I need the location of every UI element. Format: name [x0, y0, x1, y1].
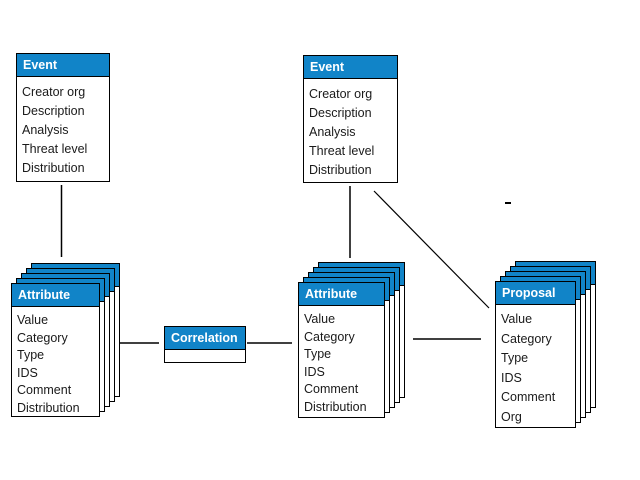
entity-field: Analysis: [22, 123, 69, 137]
stack-attribute-left: Attribute Value Category Type IDS Commen…: [11, 263, 121, 418]
entity-field: Description: [309, 106, 372, 120]
entity-attribute-middle-title: Attribute: [299, 283, 384, 306]
entity-correlation-title: Correlation: [165, 327, 245, 350]
stack-attribute-middle: Attribute Value Category Type IDS Commen…: [298, 262, 406, 419]
entity-field: Threat level: [22, 142, 88, 156]
entity-field: IDS: [17, 365, 38, 380]
entity-field: Comment: [17, 383, 72, 397]
entity-field: Category: [304, 329, 355, 344]
entity-proposal-fields: Value Category Type IDS Comment Org: [496, 305, 575, 427]
entity-event-middle-fields: Creator org Description Analysis Threat …: [304, 79, 397, 180]
entity-attribute-left: Attribute Value Category Type IDS Commen…: [11, 283, 100, 417]
entity-proposal: Proposal Value Category Type IDS Comment…: [495, 281, 576, 428]
entity-field: Distribution: [304, 399, 367, 414]
entity-attribute-middle-fields: Value Category Type IDS Comment Distribu…: [299, 306, 384, 416]
entity-field: IDS: [304, 364, 325, 379]
entity-field: Creator org: [309, 87, 373, 101]
entity-field: Description: [22, 104, 85, 118]
entity-field: Distribution: [22, 161, 85, 175]
entity-field: Category: [501, 331, 552, 346]
entity-proposal-title: Proposal: [496, 282, 575, 305]
entity-field: Distribution: [17, 400, 80, 415]
entity-field: Value: [304, 312, 336, 326]
entity-field: Type: [501, 351, 529, 365]
entity-field: Type: [17, 348, 45, 362]
entity-field: Org: [501, 409, 522, 424]
entity-field: Value: [17, 313, 49, 327]
entity-event-middle: Event Creator org Description Analysis T…: [303, 55, 398, 183]
entity-attribute-middle: Attribute Value Category Type IDS Commen…: [298, 282, 385, 418]
entity-field: Threat level: [309, 144, 375, 158]
stack-proposal: Proposal Value Category Type IDS Comment…: [495, 261, 597, 429]
entity-field: Type: [304, 347, 332, 361]
entity-event-middle-title: Event: [304, 56, 397, 79]
entity-field: Comment: [501, 390, 556, 404]
entity-attribute-left-fields: Value Category Type IDS Comment Distribu…: [12, 307, 99, 417]
entity-field: Creator org: [22, 85, 86, 99]
entity-correlation: Correlation: [164, 326, 246, 363]
connector-event-middle-proposal: [373, 190, 490, 309]
entity-field: Distribution: [309, 163, 372, 177]
entity-event-left-title: Event: [17, 54, 109, 77]
entity-attribute-left-title: Attribute: [12, 284, 99, 307]
entity-field: IDS: [501, 370, 522, 385]
entity-field: Comment: [304, 382, 359, 396]
entity-field: Category: [17, 330, 68, 345]
entity-field: Analysis: [309, 125, 356, 139]
entity-field: Value: [501, 312, 533, 326]
entity-event-left: Event Creator org Description Analysis T…: [16, 53, 110, 182]
entity-event-left-fields: Creator org Description Analysis Threat …: [17, 77, 109, 178]
